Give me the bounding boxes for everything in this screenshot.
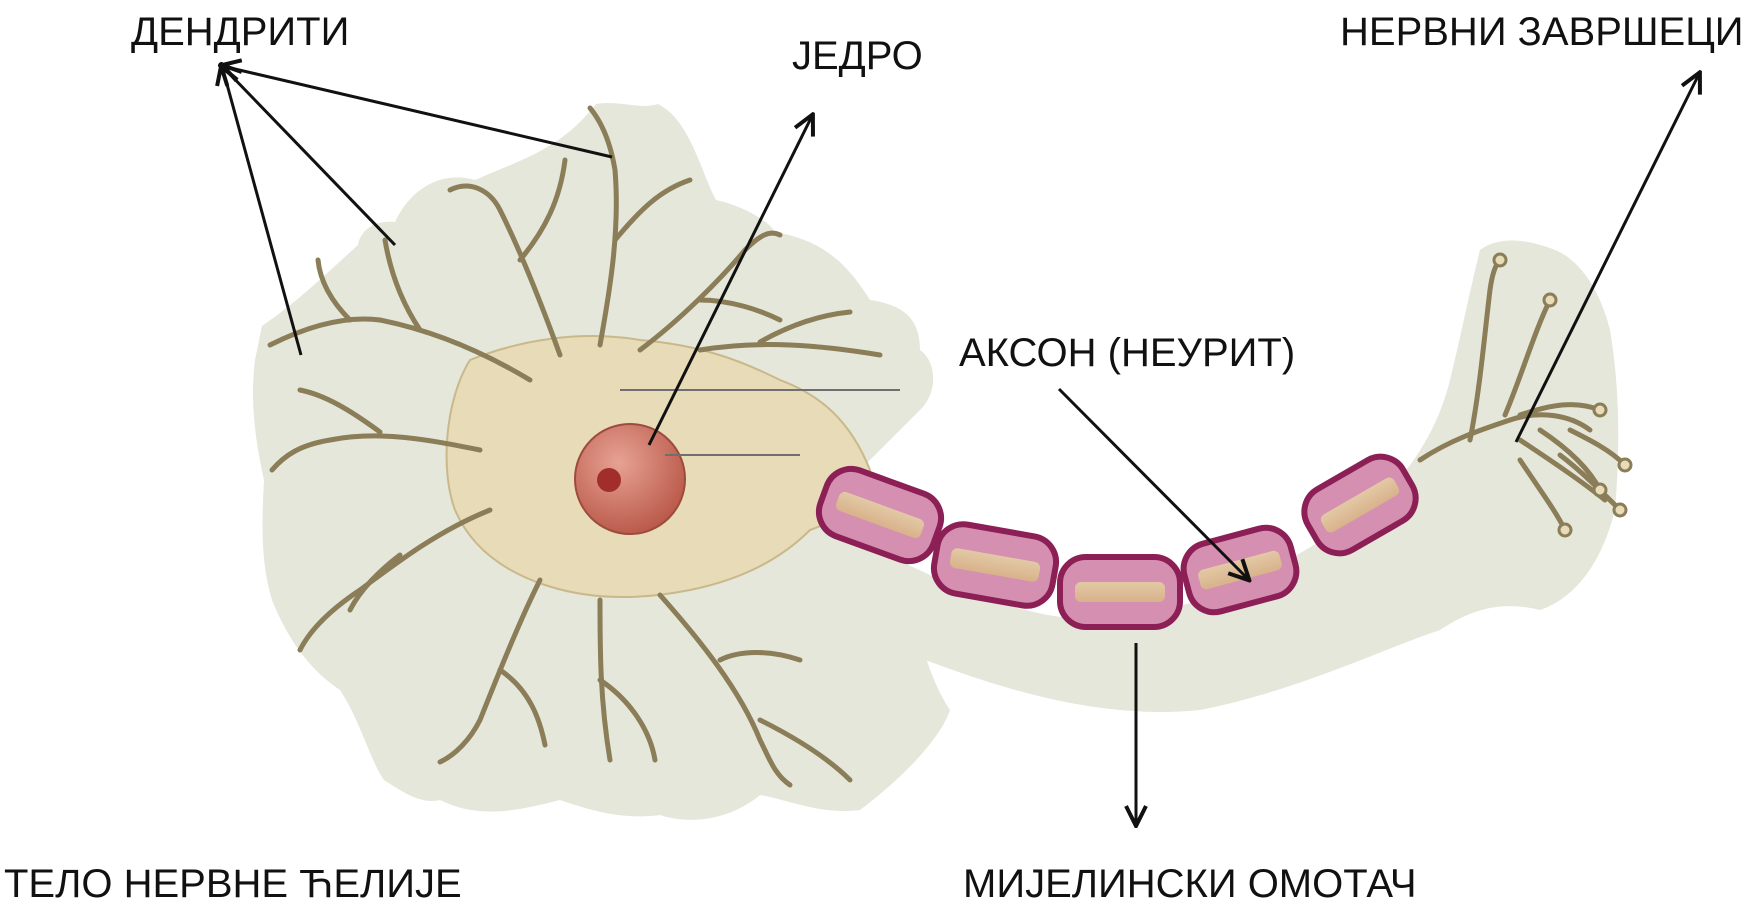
label-nucleus: ЈЕДРО bbox=[792, 36, 923, 76]
label-axon: АКСОН (НЕУРИТ) bbox=[959, 333, 1295, 373]
nucleolus bbox=[597, 468, 621, 492]
nucleus bbox=[575, 424, 685, 534]
label-nerve-endings: НЕРВНИ ЗАВРШЕЦИ bbox=[1340, 12, 1744, 52]
myelin-segment bbox=[1060, 557, 1180, 627]
arrow-axon bbox=[1059, 389, 1248, 579]
arrow-dendrites-3 bbox=[222, 66, 301, 355]
arrow-dendrites-1 bbox=[222, 66, 612, 157]
nucleus-circle bbox=[575, 424, 685, 534]
label-dendrites: ДЕНДРИТИ bbox=[131, 12, 349, 52]
label-cell-body: ТЕЛО НЕРВНЕ ЋЕЛИЈЕ bbox=[4, 864, 462, 904]
label-myelin-sheath: МИЈЕЛИНСКИ ОМОТАЧ bbox=[963, 864, 1417, 904]
axon-background bbox=[820, 241, 1618, 712]
